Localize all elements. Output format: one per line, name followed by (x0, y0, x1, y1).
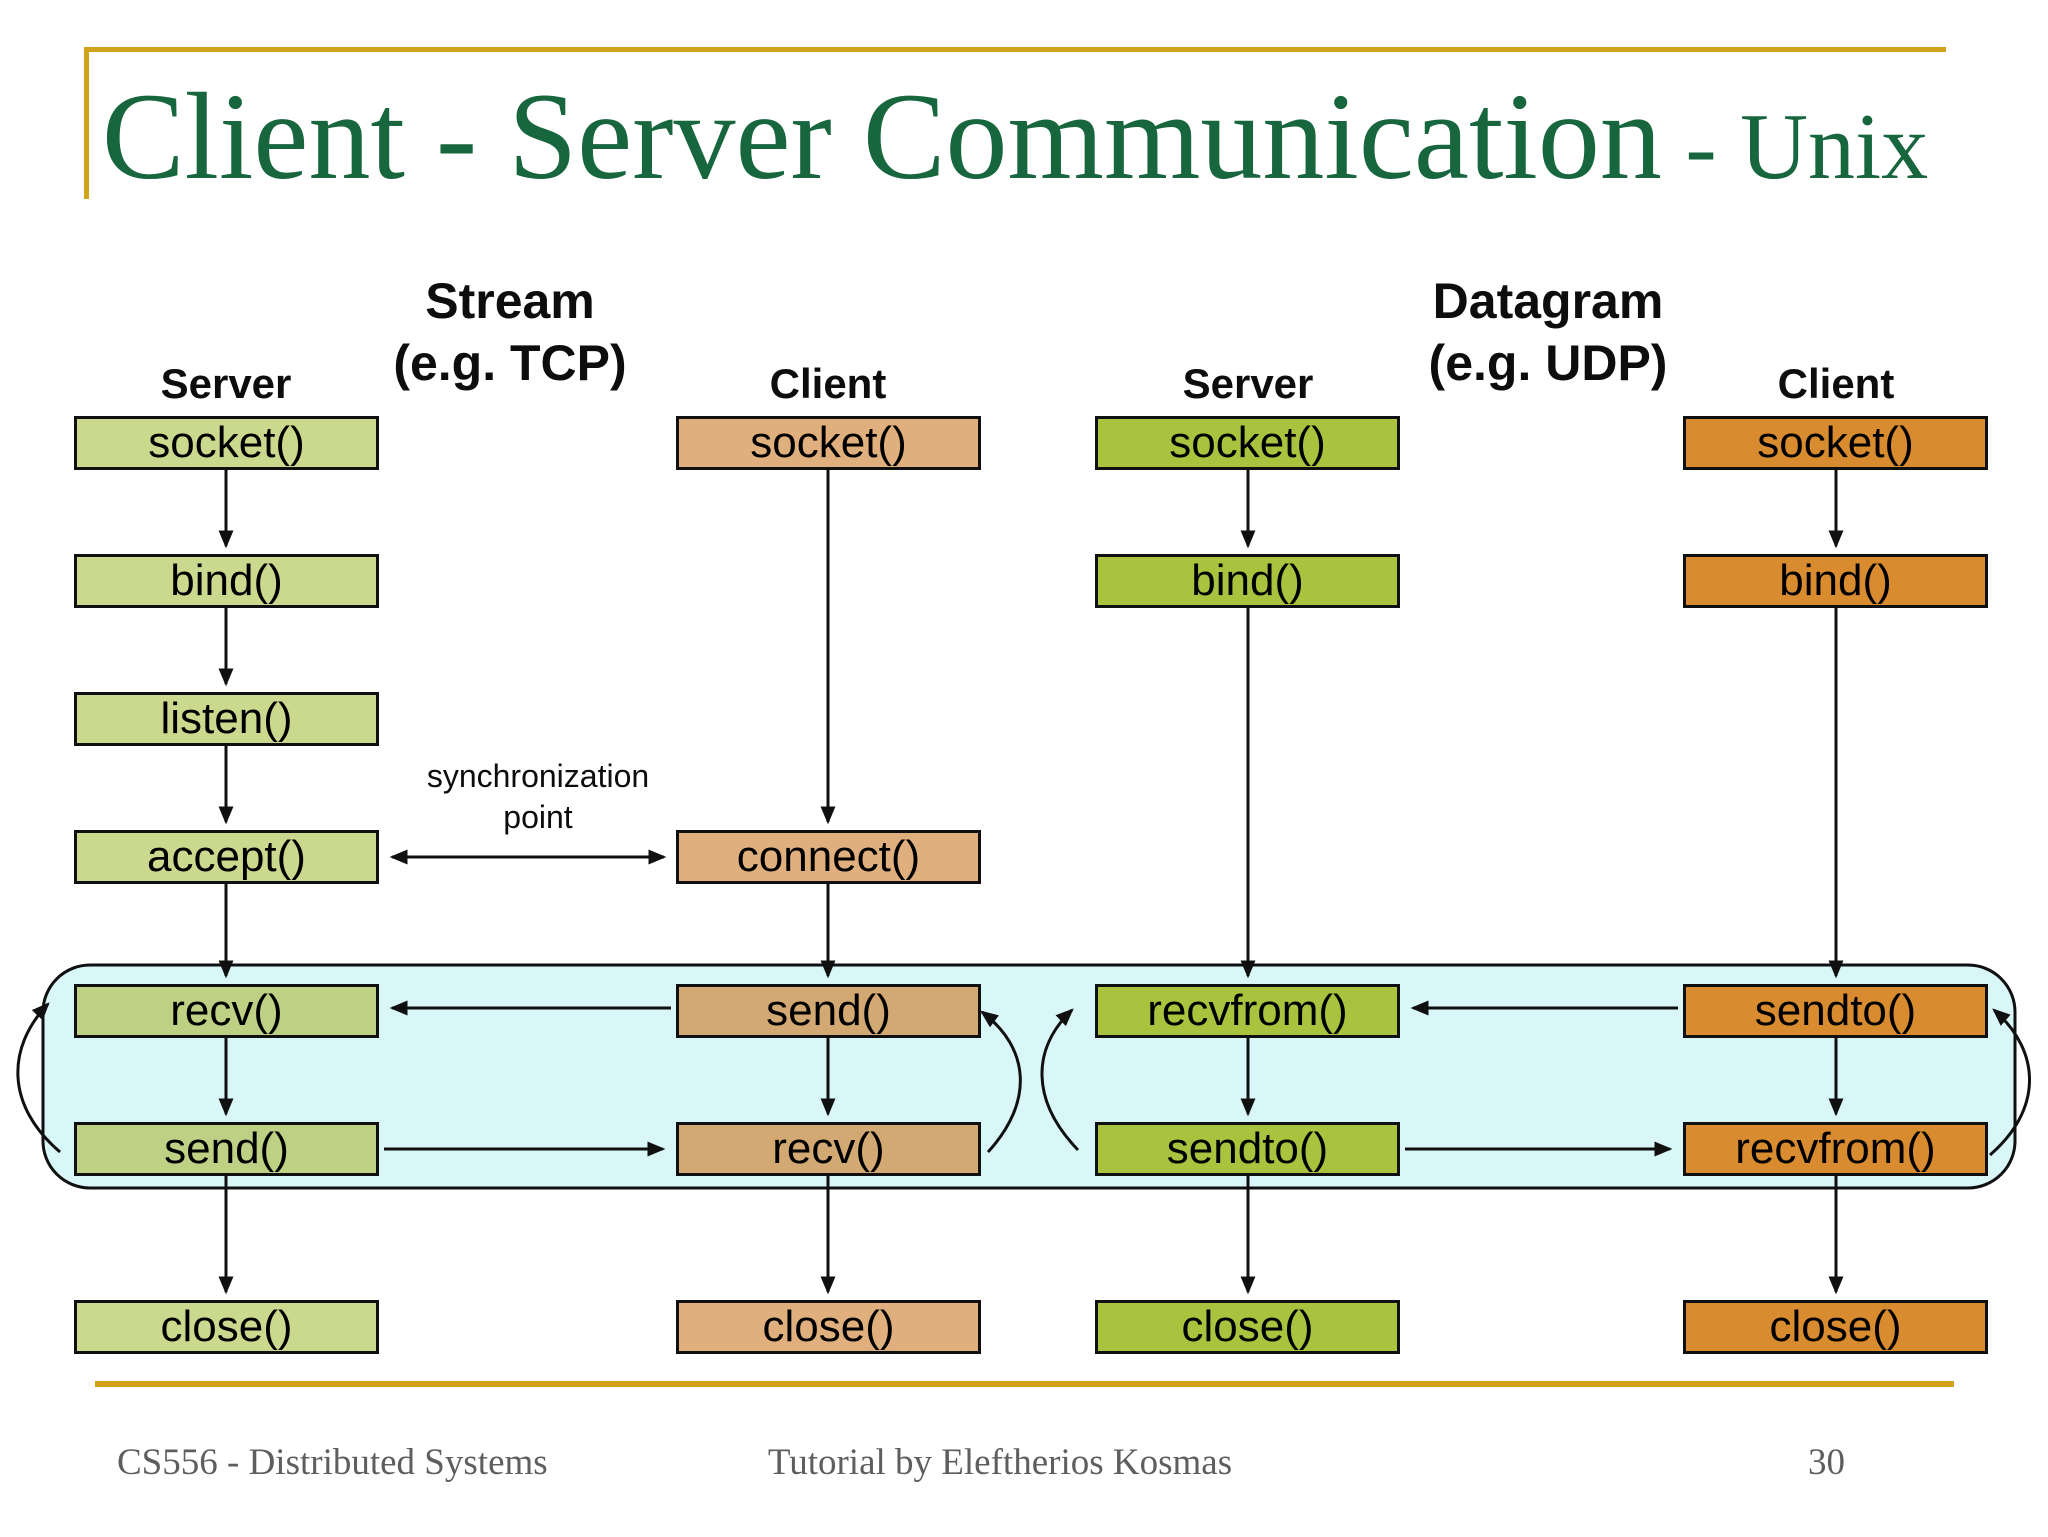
footer-page-number: 30 (1808, 1442, 1845, 1483)
column-header-tcp-server: Server (160, 360, 292, 407)
box-tcp-client-close: close() (676, 1300, 981, 1354)
group-header-stream: Stream (e.g. TCP) (250, 270, 770, 394)
group-header-stream-line1: Stream (425, 273, 595, 329)
box-udp-server-sendto: sendto() (1095, 1122, 1400, 1176)
box-udp-server-recvfrom: recvfrom() (1095, 984, 1400, 1038)
loop-arrow-udpclient (1989, 1008, 2031, 1157)
box-tcp-server-recv: recv() (74, 984, 379, 1038)
box-udp-client-recvfrom: recvfrom() (1683, 1122, 1988, 1176)
box-tcp-client-recv: recv() (676, 1122, 981, 1176)
box-tcp-client-send: send() (676, 984, 981, 1038)
box-udp-server-bind: bind() (1095, 554, 1400, 608)
box-tcp-client-socket: socket() (676, 416, 981, 470)
box-tcp-server-close: close() (74, 1300, 379, 1354)
box-udp-client-socket: socket() (1683, 416, 1988, 470)
box-tcp-server-send: send() (74, 1122, 379, 1176)
sync-point-line2: point (503, 799, 573, 835)
box-udp-client-sendto: sendto() (1683, 984, 1988, 1038)
loop-arrow-tcpserver (16, 1002, 61, 1154)
arrow-lines (16, 470, 2031, 1295)
data-exchange-band (41, 963, 2017, 1190)
box-tcp-client-connect: connect() (676, 830, 981, 884)
group-header-stream-line2: (e.g. TCP) (393, 335, 627, 391)
footer-rule (95, 1381, 1954, 1387)
box-udp-server-close: close() (1095, 1300, 1400, 1354)
page-title-suffix: - Unix (1661, 95, 1929, 199)
box-tcp-server-socket: socket() (74, 416, 379, 470)
group-header-datagram-line1: Datagram (1432, 273, 1664, 329)
title-top-rule (84, 47, 1946, 52)
sync-point-note: synchronization point (388, 756, 688, 838)
box-udp-client-bind: bind() (1683, 554, 1988, 608)
sync-point-line1: synchronization (426, 758, 650, 794)
column-header-tcp-client: Client (769, 360, 887, 407)
title-left-rule (84, 47, 89, 199)
box-tcp-server-accept: accept() (74, 830, 379, 884)
loop-arrow-udpserver (1040, 1008, 1080, 1152)
box-tcp-server-bind: bind() (74, 554, 379, 608)
box-udp-client-close: close() (1683, 1300, 1988, 1354)
footer-credit: Tutorial by Eleftherios Kosmas (767, 1442, 1233, 1483)
group-header-datagram: Datagram (e.g. UDP) (1288, 270, 1808, 394)
column-header-udp-client: Client (1777, 360, 1895, 407)
group-header-datagram-line2: (e.g. UDP) (1428, 335, 1668, 391)
page-title-main: Client - Server Communication (101, 68, 1662, 205)
column-header-udp-server: Server (1182, 360, 1314, 407)
loop-arrow-tcpclient (980, 1010, 1022, 1154)
box-tcp-server-listen: listen() (74, 692, 379, 746)
box-udp-server-socket: socket() (1095, 416, 1400, 470)
footer-course: CS556 - Distributed Systems (117, 1442, 548, 1483)
page-title: Client - Server Communication - Unix (100, 62, 1930, 212)
